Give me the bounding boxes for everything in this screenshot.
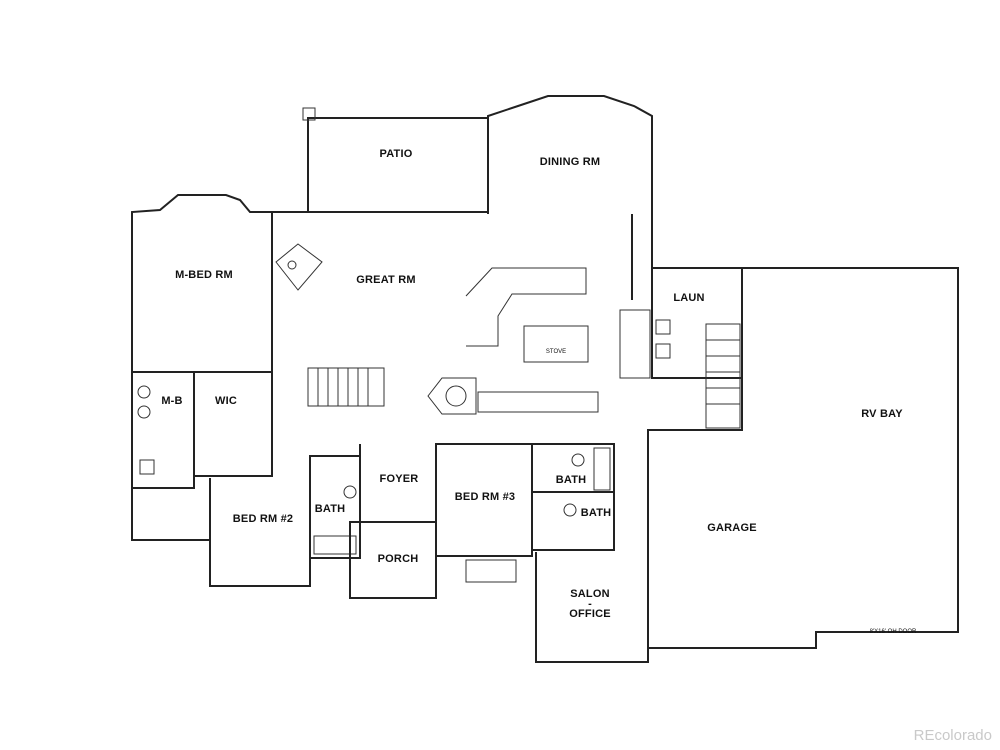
room-label-porch: PORCH (377, 553, 419, 565)
kitchen-counter (465, 267, 587, 347)
stair-treads (317, 368, 369, 406)
mb-sink-2 (137, 405, 151, 419)
room-label-dining: DINING RM (539, 156, 601, 168)
room-label-bath-a: BATH (555, 474, 587, 486)
room-label-master-bath: M-B (161, 395, 183, 407)
room-label-master-bed: M-BED RM (175, 269, 233, 281)
bed3-window (465, 559, 517, 583)
stairs-main (307, 367, 385, 407)
room-label-rv-bay: RV BAY (861, 408, 903, 420)
fireplace-hearth (287, 260, 297, 270)
room-label-bath-c: BATH (314, 503, 346, 515)
dryer (655, 343, 671, 359)
room-label-bed3: BED RM #3 (454, 491, 516, 503)
room-label-salon: SALON (570, 588, 610, 600)
room-label-garage: GARAGE (707, 522, 757, 534)
back-counter (477, 391, 599, 413)
room-label-laundry: LAUN (673, 292, 705, 304)
stove-label: STOVE (545, 349, 567, 355)
room-label-patio: PATIO (379, 148, 413, 160)
room-label-foyer: FOYER (379, 473, 419, 485)
fireplace (275, 243, 323, 291)
walk-in-closet (193, 371, 273, 477)
room-label-bed2: BED RM #2 (232, 513, 294, 525)
garage-stairs (705, 323, 741, 429)
patio-walls (307, 117, 489, 214)
room-label-wic: WIC (215, 395, 237, 407)
bed2-tub (313, 535, 357, 555)
bed2-toilet (343, 485, 357, 499)
washer (655, 319, 671, 335)
dining-bay-walls (487, 95, 653, 268)
mb-toilet (139, 459, 155, 475)
corner-sink-basin (445, 385, 467, 407)
mb-sink-1 (137, 385, 151, 399)
master-bath (131, 371, 195, 489)
laundry (651, 267, 743, 379)
corner-sink (427, 377, 477, 415)
bath-3a-tub (593, 447, 611, 491)
garage-stair-treads (706, 339, 740, 405)
room-label-bath-b: BATH (580, 507, 612, 519)
room-label-salon-dash: - (588, 598, 592, 610)
bath-3b (531, 491, 615, 551)
watermark: REcolorado (913, 727, 992, 744)
bed2-walls (209, 478, 311, 587)
oh-door-note: 8'X16' OH DOOR (869, 629, 917, 635)
room-label-office: OFFICE (569, 608, 611, 620)
kitchen-island (523, 325, 589, 363)
porch (349, 521, 437, 599)
bath-3a-toilet (571, 453, 585, 467)
room-label-great-room: GREAT RM (356, 274, 416, 286)
garage-walls (647, 267, 959, 649)
bath-3b-toilet (563, 503, 577, 517)
pantry (619, 309, 651, 379)
patio-post (302, 107, 316, 121)
